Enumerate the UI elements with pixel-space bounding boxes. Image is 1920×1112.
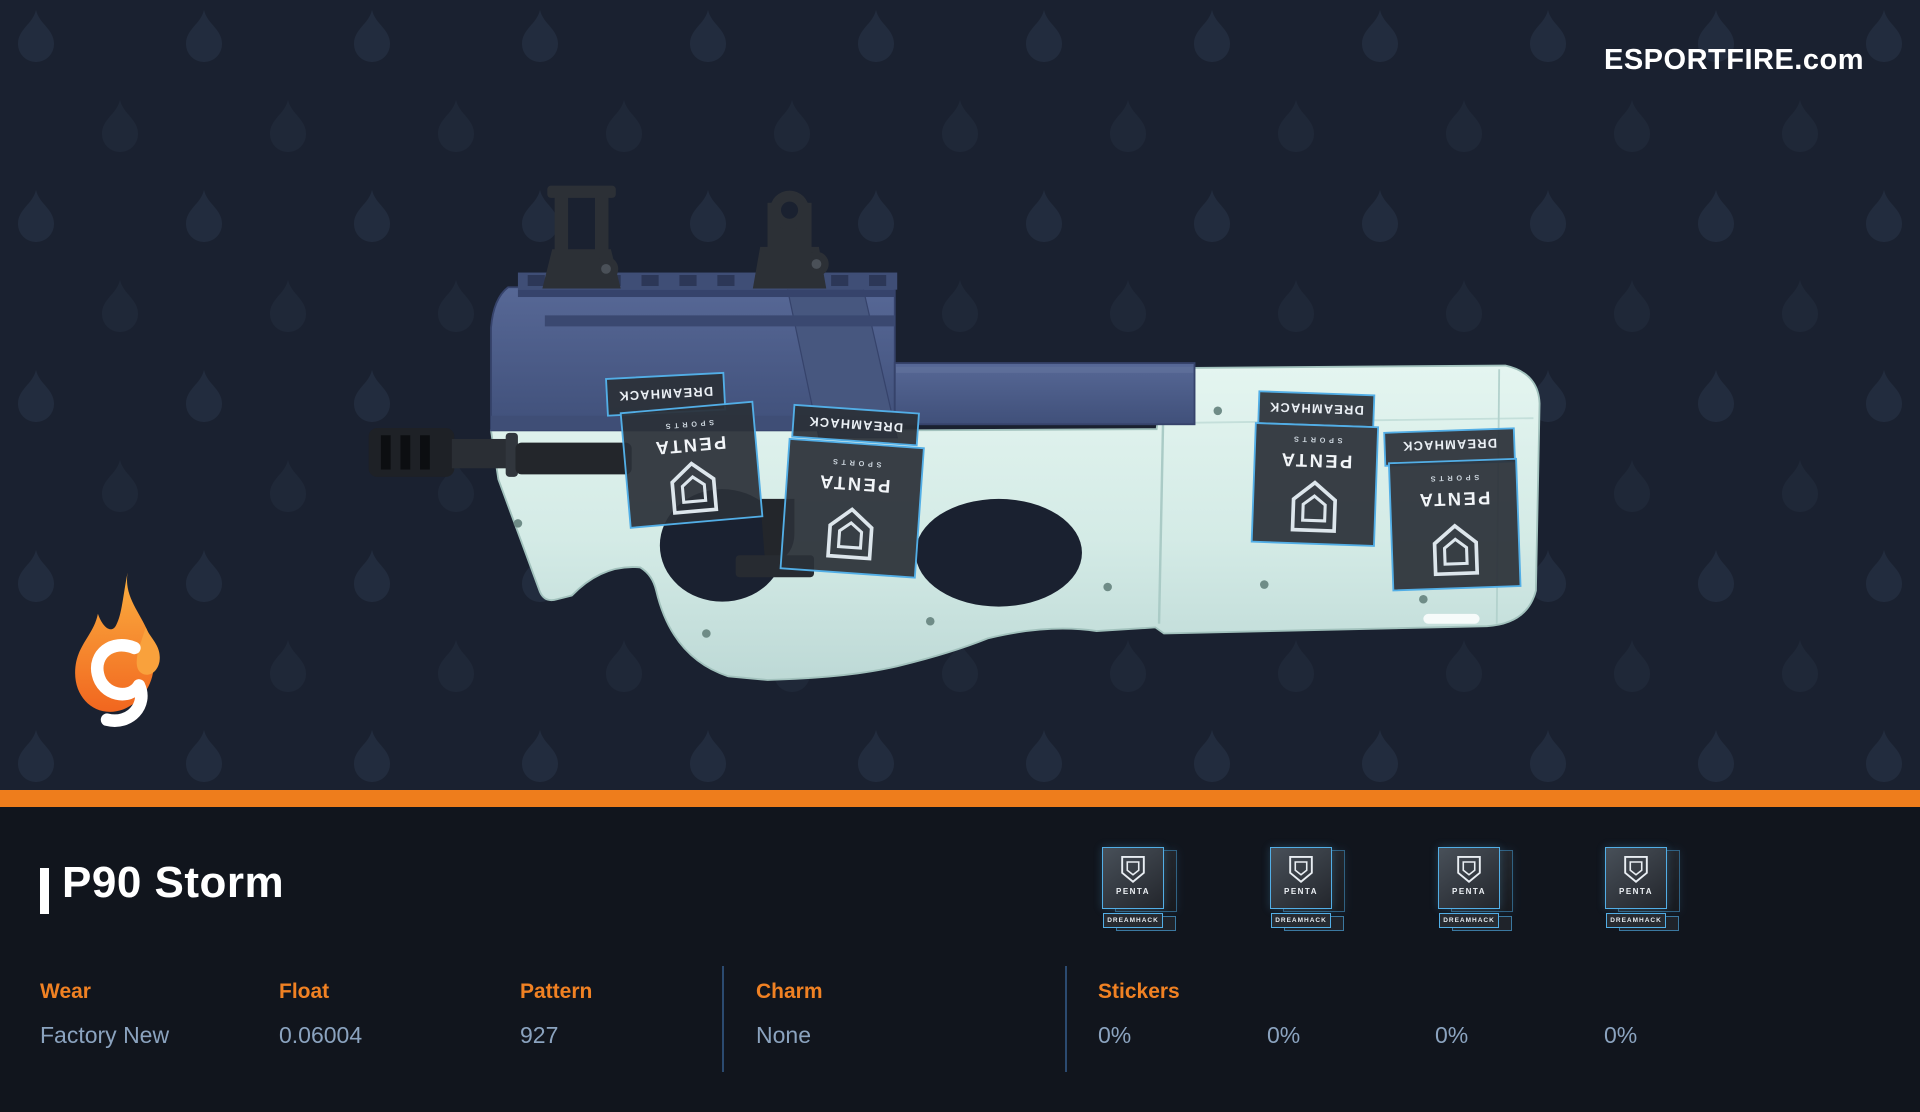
sticker-brand-label: PENTA (1283, 887, 1319, 896)
svg-text:SPORTS: SPORTS (1290, 434, 1342, 445)
item-title: P90 Storm (62, 858, 285, 907)
sticker-event-label: DREAMHACK (1271, 913, 1331, 928)
svg-text:DREAMHACK: DREAMHACK (1402, 436, 1498, 454)
sticker-card: PENTA (1605, 847, 1667, 909)
sticker-card: PENTA (1438, 847, 1500, 909)
sticker-card: PENTA (1270, 847, 1332, 909)
stock-white-mark (1423, 613, 1480, 624)
sticker-wear-4: 0% (1604, 1022, 1638, 1048)
item-info-panel (0, 807, 1920, 1112)
sticker-slot-1: PENTA DREAMHACK (1102, 847, 1182, 945)
wear-value: Factory New (40, 1022, 170, 1048)
esportfire-brand-text: ESPORTFIRE.com (1604, 44, 1864, 76)
float-value: 0.06004 (279, 1022, 363, 1048)
sticker-event-label: DREAMHACK (1439, 913, 1499, 928)
penta-shield-icon (1624, 855, 1648, 883)
sticker-slot-3: PENTA DREAMHACK (1438, 847, 1518, 945)
weapon-sticker-event-1: DREAMHACK (605, 371, 727, 417)
weapon-image: DREAMHACK PENTA SPORTS DREAMHACK (368, 185, 1541, 681)
pattern-label: Pattern (520, 980, 593, 1003)
svg-text:DREAMHACK: DREAMHACK (1269, 400, 1365, 418)
charm-value: None (756, 1022, 811, 1048)
sticker-event-label: DREAMHACK (1103, 913, 1163, 928)
esportfire-flame-logo-icon (75, 572, 160, 727)
sticker-brand-label: PENTA (1618, 887, 1654, 896)
sticker-wear-1: 0% (1098, 1022, 1132, 1048)
weapon-sticker-3: DREAMHACK PENTA SPORTS (1250, 390, 1380, 547)
weapon-sticker-4: DREAMHACK PENTA SPORTS (1383, 427, 1522, 592)
svg-text:SPORTS: SPORTS (662, 418, 715, 432)
wear-label: Wear (40, 980, 91, 1003)
stickers-label: Stickers (1098, 980, 1180, 1003)
svg-text:DREAMHACK: DREAMHACK (808, 414, 904, 436)
weapon-sticker-2: DREAMHACK PENTA SPORTS (779, 403, 925, 579)
rear-sight (752, 190, 829, 289)
thumbhole-cutout (915, 498, 1082, 607)
sticker-event-label: DREAMHACK (1606, 913, 1666, 928)
sticker-slot-4: PENTA DREAMHACK (1605, 847, 1685, 945)
svg-text:SPORTS: SPORTS (1427, 473, 1479, 484)
weapon-sticker-1: PENTA SPORTS (619, 400, 764, 529)
svg-text:DREAMHACK: DREAMHACK (618, 384, 714, 404)
penta-shield-icon (1457, 855, 1481, 883)
title-accent-bar (40, 868, 49, 914)
sticker-slot-2: PENTA DREAMHACK (1270, 847, 1350, 945)
svg-text:PENTA: PENTA (817, 471, 891, 497)
weapon-showcase-hero: ESPORTFIRE.com (0, 0, 1920, 790)
sticker-brand-label: PENTA (1451, 887, 1487, 896)
pattern-value: 927 (520, 1022, 559, 1048)
sticker-wear-2: 0% (1267, 1022, 1301, 1048)
orange-divider-bar (0, 790, 1920, 807)
sticker-brand-label: PENTA (1115, 887, 1151, 896)
svg-text:SPORTS: SPORTS (829, 457, 882, 470)
column-divider-1 (722, 966, 724, 1072)
front-sight (542, 185, 621, 289)
svg-text:PENTA: PENTA (1279, 449, 1353, 473)
weapon-barrel (368, 427, 632, 477)
sticker-wear-3: 0% (1435, 1022, 1469, 1048)
svg-text:PENTA: PENTA (1417, 488, 1491, 512)
charm-label: Charm (756, 980, 823, 1003)
sticker-card: PENTA (1102, 847, 1164, 909)
float-label: Float (279, 980, 330, 1003)
penta-shield-icon (1121, 855, 1145, 883)
penta-shield-icon (1289, 855, 1313, 883)
column-divider-2 (1065, 966, 1067, 1072)
